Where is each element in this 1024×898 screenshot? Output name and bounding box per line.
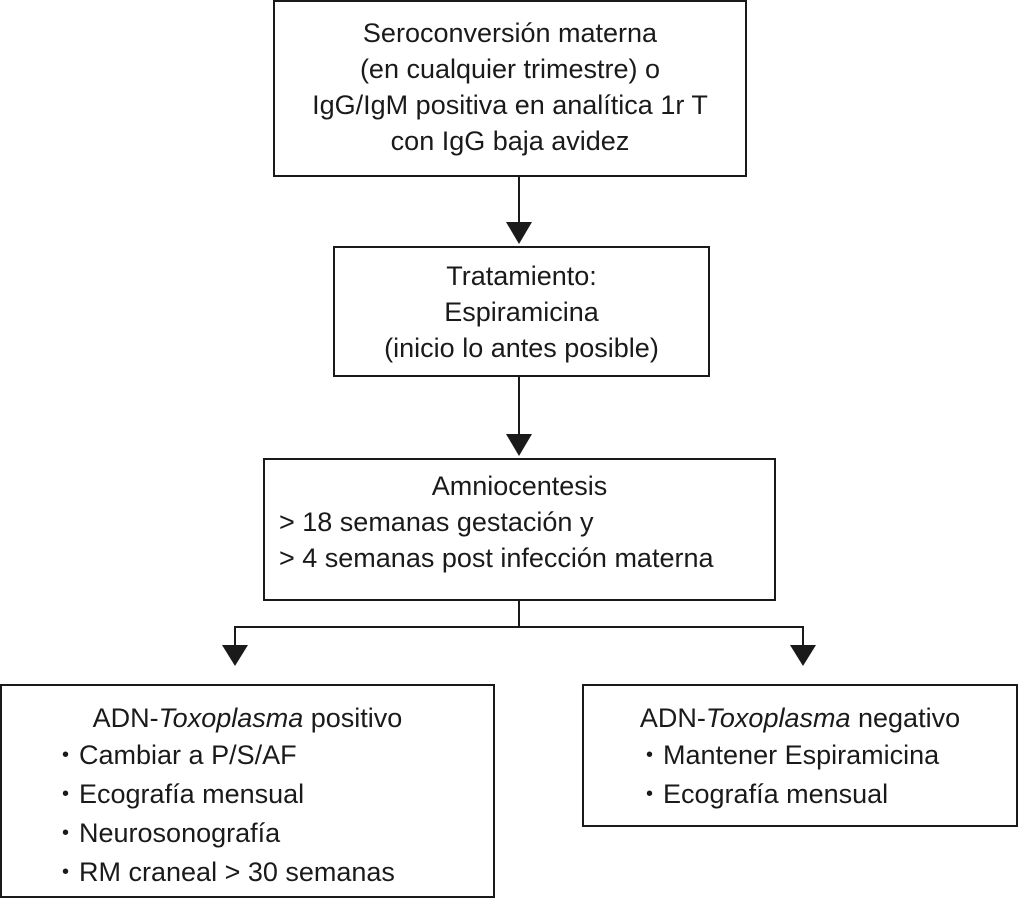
seroconversion-line-2: (en cualquier trimestre) o — [359, 54, 661, 84]
list-item: Ecografía mensual — [646, 776, 1016, 815]
amniocentesis-title: Amniocentesis — [431, 471, 608, 501]
treatment-line-2: Espiramicina — [444, 297, 599, 327]
amniocentesis-box: Amniocentesis > 18 semanas gestación y >… — [263, 458, 776, 601]
list-item: Ecografía mensual — [62, 776, 493, 815]
negative-result-box: ADN-Toxoplasma negativo Mantener Espiram… — [582, 684, 1018, 827]
list-item: Neurosonografía — [62, 815, 493, 854]
negative-title-organism: Toxoplasma — [705, 703, 851, 733]
positive-result-title: ADN-Toxoplasma positivo — [2, 700, 493, 736]
positive-title-prefix: ADN- — [92, 703, 159, 733]
positive-title-suffix: positivo — [303, 703, 403, 733]
negative-result-title: ADN-Toxoplasma negativo — [584, 700, 1016, 736]
list-item: RM craneal > 30 semanas — [62, 854, 493, 893]
amniocentesis-line-1: > 18 semanas gestación y — [279, 507, 594, 537]
amniocentesis-line-2: > 4 semanas post infección materna — [279, 543, 714, 573]
seroconversion-line-4: con IgG baja avidez — [390, 126, 630, 156]
seroconversion-box: Seroconversión materna (en cualquier tri… — [273, 0, 747, 177]
treatment-line-1: Tratamiento: — [446, 261, 597, 291]
positive-actions-list: Cambiar a P/S/AF Ecografía mensual Neuro… — [2, 737, 493, 893]
list-item: Mantener Espiramicina — [646, 737, 1016, 776]
seroconversion-line-3: IgG/IgM positiva en analítica 1r T — [312, 90, 708, 120]
negative-title-prefix: ADN- — [639, 703, 706, 733]
arrowhead-negative — [790, 645, 816, 666]
arrowhead-treatment — [506, 222, 532, 244]
arrowhead-amnio — [506, 434, 532, 456]
treatment-line-3: (inicio lo antes posible) — [384, 333, 659, 363]
negative-actions-list: Mantener Espiramicina Ecografía mensual — [584, 737, 1016, 815]
treatment-box: Tratamiento: Espiramicina (inicio lo ant… — [333, 246, 710, 377]
list-item: Cambiar a P/S/AF — [62, 737, 493, 776]
positive-result-box: ADN-Toxoplasma positivo Cambiar a P/S/AF… — [0, 684, 495, 898]
seroconversion-line-1: Seroconversión materna — [362, 18, 658, 48]
positive-title-organism: Toxoplasma — [158, 703, 304, 733]
arrowhead-positive — [222, 645, 248, 666]
negative-title-suffix: negativo — [850, 703, 961, 733]
